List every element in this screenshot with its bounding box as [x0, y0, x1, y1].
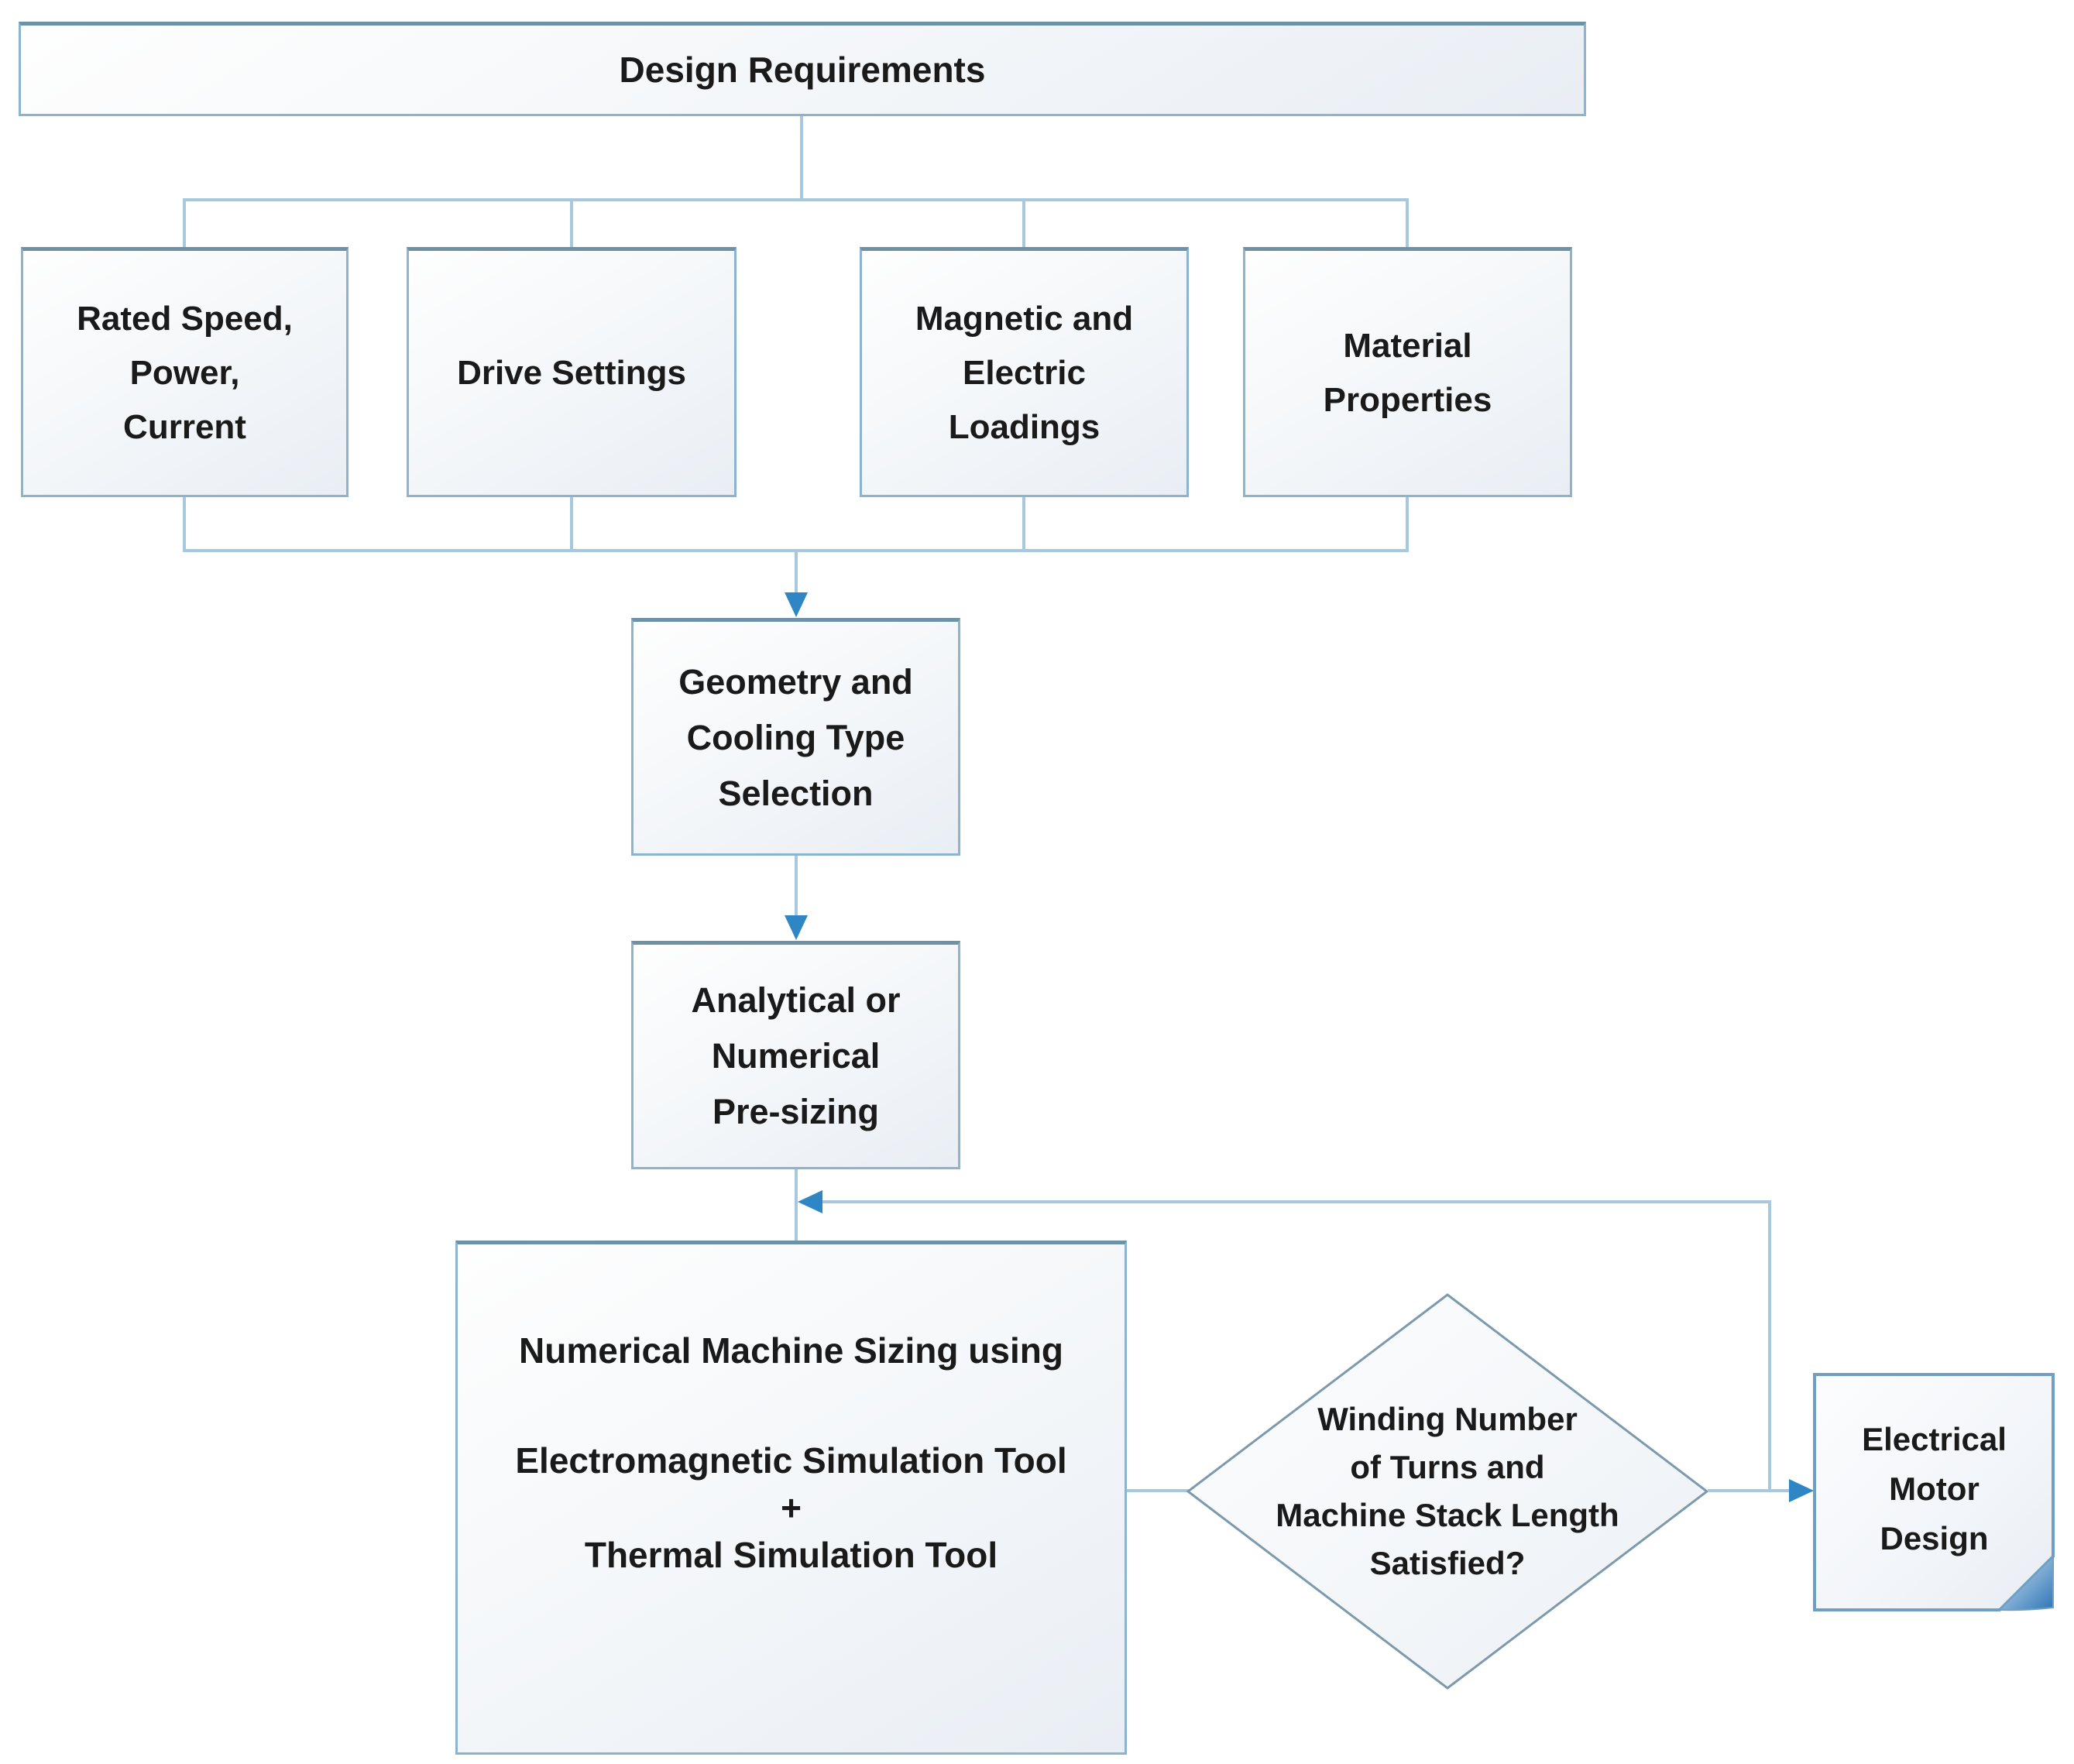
arrowhead-feedback-left [798, 1190, 822, 1213]
connector-to-drive [570, 200, 573, 249]
node-label: Electric [963, 353, 1086, 392]
node-label: Numerical [711, 1035, 881, 1076]
node-label: Electromagnetic Simulation Tool [515, 1440, 1067, 1481]
node-label: Winding Number [1317, 1401, 1578, 1437]
connector-feedback-horizontal [822, 1200, 1771, 1203]
connector-merge-to-geometry [795, 551, 798, 594]
node-label: of Turns and [1350, 1449, 1545, 1485]
arrowhead-into-geometry [785, 592, 808, 617]
node-label: Current [123, 407, 246, 446]
connector-design-to-split [800, 116, 803, 201]
node-label: Satisfied? [1369, 1545, 1526, 1581]
node-label: Numerical Machine Sizing using [519, 1330, 1063, 1371]
connector-decision-to-output [1708, 1489, 1791, 1492]
node-analytical-numerical-presizing: Analytical or Numerical Pre-sizing [631, 941, 960, 1169]
node-label: Power, [129, 353, 240, 392]
arrowhead-into-output [1789, 1479, 1814, 1502]
node-label: Pre-sizing [712, 1091, 880, 1131]
decision-label: Winding Number of Turns and Machine Stac… [1185, 1292, 1710, 1691]
node-drive-settings: Drive Settings [407, 247, 737, 497]
diamond-shape [1186, 1293, 1709, 1690]
node-label: Analytical or [691, 980, 901, 1020]
connector-sizing-to-decision [1127, 1489, 1190, 1492]
connector-geometry-to-presizing [795, 856, 798, 918]
node-electrical-motor-design: Electrical Motor Design [1812, 1371, 2056, 1613]
node-label: Magnetic and [915, 299, 1134, 338]
document-shape [1813, 1373, 2055, 1611]
node-magnetic-electric-loadings: Magnetic and Electric Loadings [860, 247, 1189, 497]
connector-to-material [1406, 200, 1409, 249]
node-rated-speed-power-current: Rated Speed, Power, Current [21, 247, 349, 497]
connector-from-drive [570, 497, 573, 552]
connector-presizing-to-sizing [795, 1169, 798, 1242]
node-label: Material [1343, 326, 1472, 365]
node-decision-diamond: Winding Number of Turns and Machine Stac… [1185, 1292, 1710, 1691]
node-geometry-cooling-selection: Geometry and Cooling Type Selection [631, 618, 960, 856]
node-label: Design [1880, 1519, 1989, 1556]
node-label: Electrical [1862, 1420, 2007, 1457]
node-design-requirements: Design Requirements [19, 22, 1586, 116]
node-label: Design Requirements [619, 50, 986, 90]
connector-from-material [1406, 497, 1409, 552]
connector-to-magnetic [1022, 200, 1025, 249]
connector-feedback-vertical [1768, 1200, 1771, 1492]
node-label: Drive Settings [457, 353, 686, 392]
connector-from-magnetic [1022, 497, 1025, 552]
node-label: Cooling Type [686, 717, 905, 757]
node-label: Properties [1323, 380, 1492, 419]
folded-corner [1997, 1554, 2054, 1611]
node-label: Thermal Simulation Tool [584, 1535, 998, 1575]
node-numerical-machine-sizing: Numerical Machine Sizing using Electroma… [455, 1241, 1127, 1755]
node-label: Loadings [948, 407, 1101, 446]
node-material-properties: Material Properties [1243, 247, 1572, 497]
arrowhead-into-presizing [785, 915, 808, 940]
output-label: Electrical Motor Design [1812, 1371, 2056, 1613]
node-label: Selection [718, 773, 874, 813]
connector-to-rated [183, 200, 186, 249]
node-label: + [781, 1488, 802, 1528]
connector-split-top [183, 198, 1409, 201]
node-label: Motor [1889, 1470, 1980, 1507]
connector-from-rated [183, 497, 186, 552]
node-label: Geometry and [678, 661, 913, 702]
node-label: Machine Stack Length [1276, 1497, 1619, 1533]
node-label: Rated Speed, [77, 299, 293, 338]
